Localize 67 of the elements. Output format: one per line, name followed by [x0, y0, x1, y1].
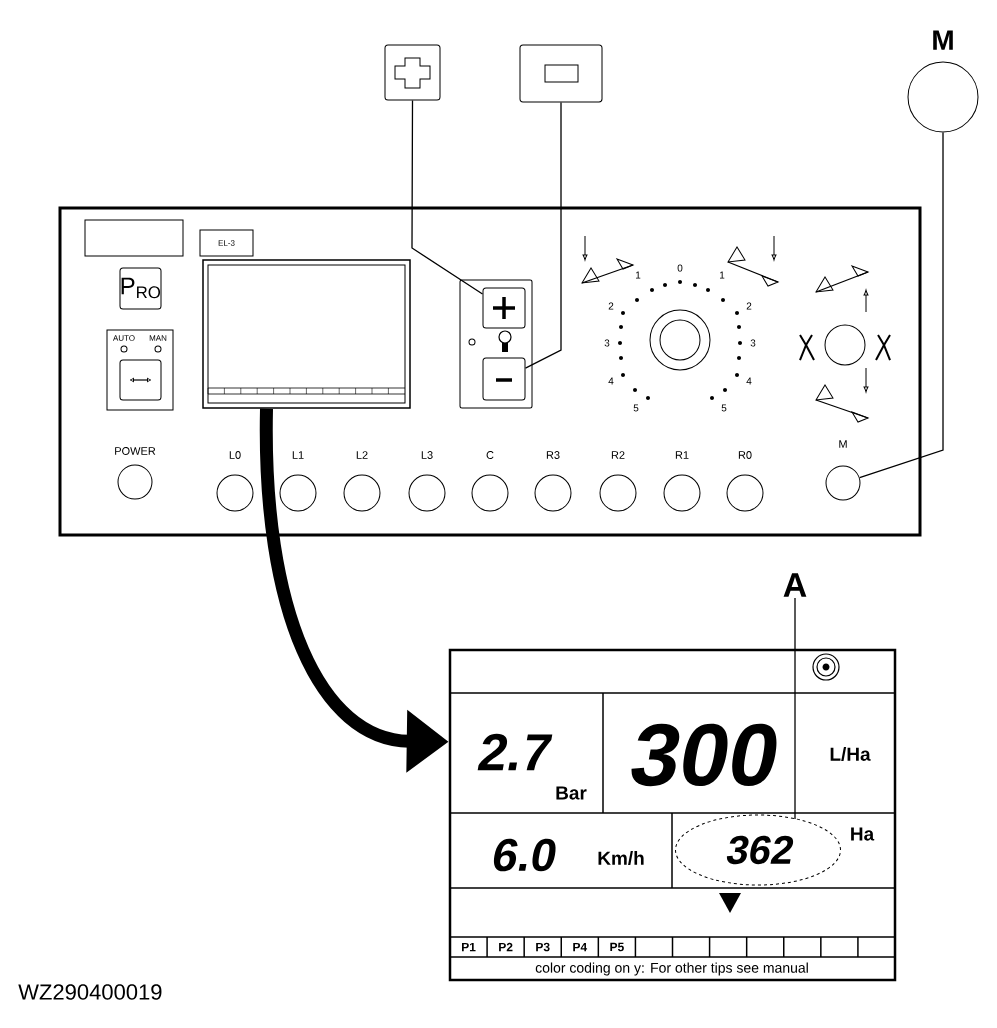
lcd-display: [448, 648, 897, 982]
pressure-readout: 2.7: [477, 733, 553, 771]
push-button: L0: [216, 451, 254, 512]
node-label: L2: [356, 451, 368, 459]
figure-id: WZ290400019: [18, 984, 162, 1000]
dial-number: 3: [750, 339, 756, 347]
dial-number: 5: [721, 404, 727, 412]
node-label: L0: [229, 451, 241, 459]
control-panel: [58, 206, 922, 537]
node-label: C: [486, 451, 494, 459]
push-button: C: [471, 451, 509, 512]
round-switch: [824, 324, 866, 366]
mode-key: M: [907, 30, 979, 133]
dial-number: 1: [636, 271, 641, 279]
section-label: P1: [462, 942, 476, 952]
rotary-knob: [649, 309, 711, 371]
dial-number: 3: [604, 339, 610, 347]
dial-number: 2: [746, 302, 752, 310]
program-key: P$_{RO}$: [119, 267, 162, 310]
unit-label: Bar: [556, 786, 587, 800]
plus-key: [384, 44, 441, 101]
unit-label: Ha: [851, 827, 875, 841]
minus-key: [482, 357, 526, 401]
dial-number: 2: [608, 302, 614, 310]
push-button: R3: [534, 451, 572, 512]
leader-line: [524, 101, 562, 369]
indicator-label: AUTO: [113, 335, 135, 341]
node-label: R3: [546, 451, 560, 459]
push-button: L3: [408, 451, 446, 512]
leader-line: [794, 597, 796, 820]
display-screen: [202, 259, 411, 409]
callout-letter: A: [783, 573, 807, 597]
node-label: R0: [738, 451, 752, 459]
plus-key: [482, 287, 526, 329]
leader-line: [859, 131, 944, 479]
dial-number: 0: [677, 264, 683, 272]
unit-label: Km/h: [598, 850, 644, 866]
node-label: R1: [675, 451, 689, 459]
node-label: L1: [292, 451, 304, 459]
section-label: P2: [499, 942, 513, 952]
model-tag: EL-3: [199, 229, 254, 257]
push-button: POWER: [115, 447, 156, 500]
minus-key: [519, 44, 603, 103]
mode-button: M: [825, 440, 861, 501]
push-button: R1: [663, 451, 701, 512]
section-label: P5: [610, 942, 624, 952]
push-button: L2: [343, 451, 381, 512]
speed-readout: 6.0: [493, 838, 556, 872]
dial-number: 4: [608, 377, 614, 385]
node-label: L3: [421, 451, 433, 459]
section-label: P3: [536, 942, 550, 952]
node-label: M: [933, 30, 953, 50]
push-button: R2: [599, 451, 637, 512]
unit-label: L/Ha: [830, 746, 871, 762]
node-label: POWER: [115, 447, 156, 455]
rate-readout: 300: [631, 723, 777, 787]
indicator-label: MAN: [149, 335, 167, 341]
section-label: P4: [573, 942, 588, 952]
dial-number: 4: [746, 377, 752, 385]
push-button: R0: [726, 451, 764, 512]
node-label: M: [839, 440, 847, 448]
node-label: R2: [611, 451, 625, 459]
footer-note: color coding on y: For other tips see manual: [535, 962, 808, 976]
leader-line: [411, 99, 484, 295]
dial-number: 5: [633, 404, 639, 412]
push-button: L1: [279, 451, 317, 512]
dial-number: 1: [720, 271, 725, 279]
